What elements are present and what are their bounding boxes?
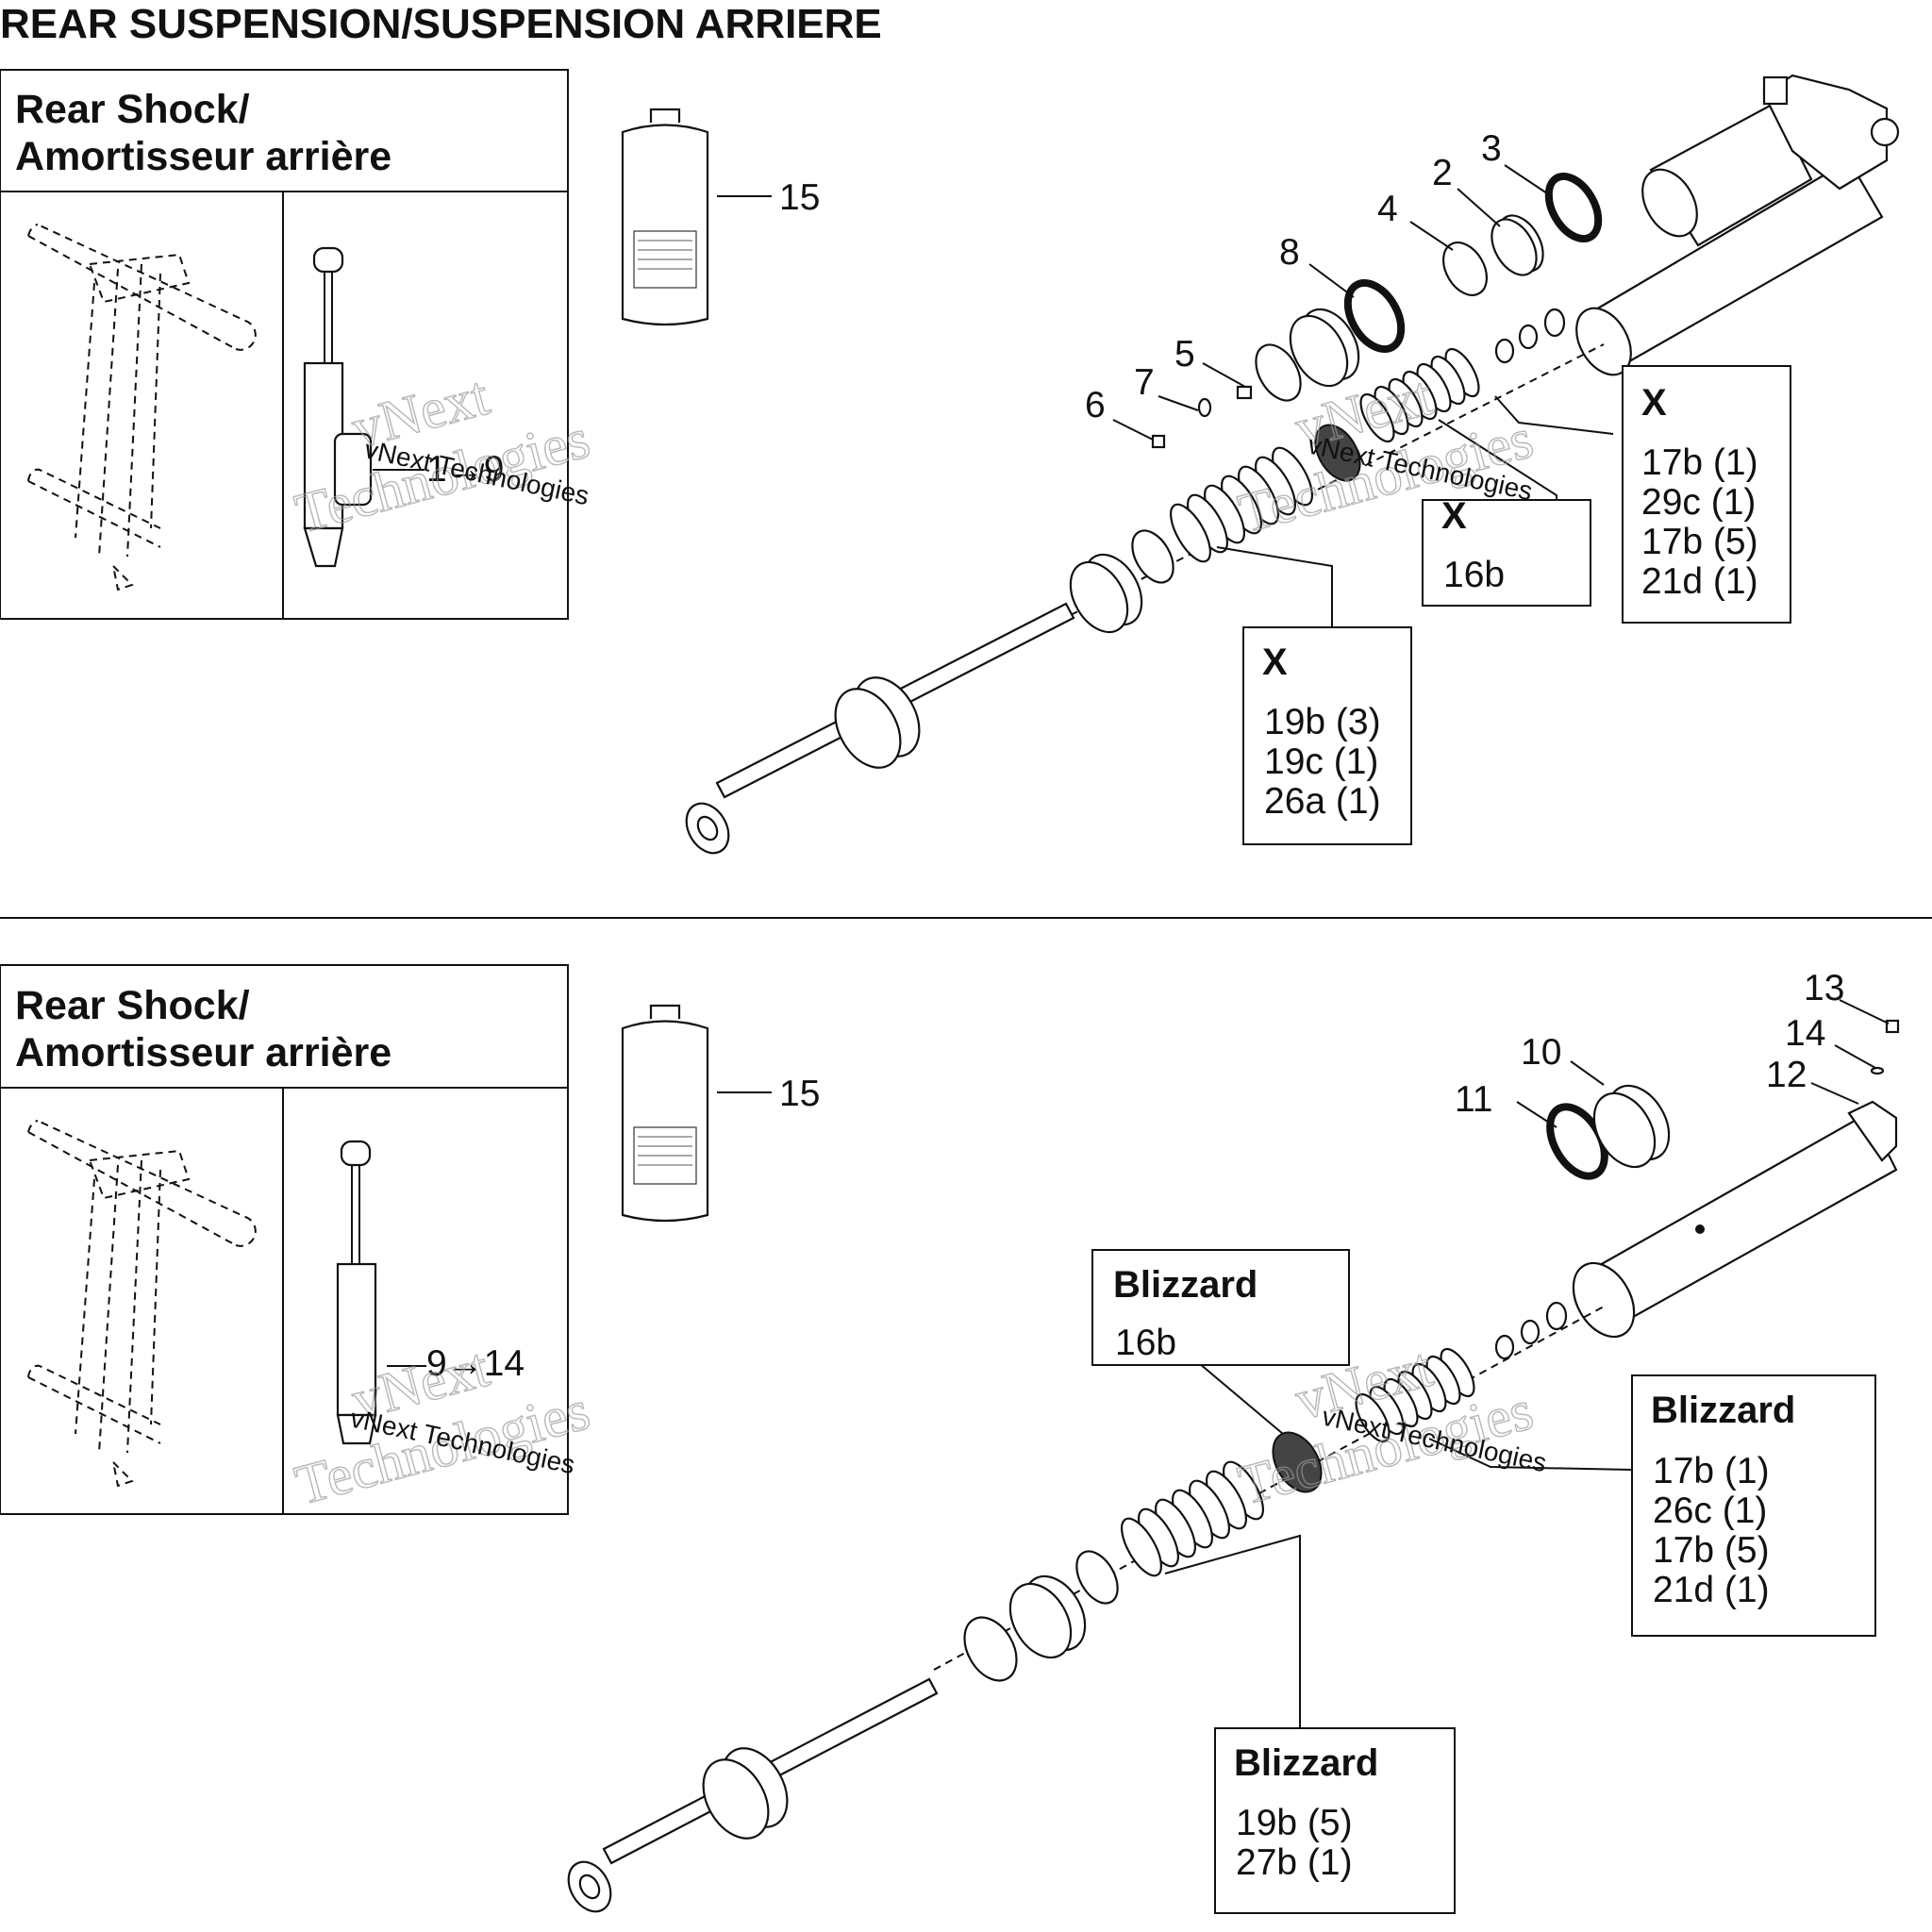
bottom-shock-sketch: 9→14 [336, 1140, 525, 1445]
svg-text:Blizzard: Blizzard [1651, 1390, 1795, 1431]
top-shock-body [1575, 74, 1900, 376]
bottom-box-blizzard-piston: Blizzard 16b [1091, 1249, 1350, 1366]
top-callout-3: 3 [1481, 128, 1502, 169]
top-inset-ref: 1→9 [426, 449, 504, 490]
top-inset-title-line2: Amortisseur arrière [15, 134, 391, 179]
top-box-x-shims: X 19b (3) 19c (1) 26a (1) [1242, 626, 1412, 845]
bottom-shock-body [1572, 1100, 1898, 1339]
top-callout-15: 15 [779, 177, 820, 218]
svg-text:Blizzard: Blizzard [1234, 1742, 1378, 1784]
svg-text:17b (1): 17b (1) [1653, 1451, 1770, 1491]
svg-text:X: X [1641, 382, 1667, 424]
svg-text:19b (3): 19b (3) [1264, 702, 1381, 742]
bottom-inset-panel: Rear Shock/ Amortisseur arrière 9→14 [0, 964, 569, 1515]
top-callout-2: 2 [1432, 153, 1453, 193]
top-parts [685, 172, 1603, 855]
top-callout-8: 8 [1279, 232, 1300, 273]
bottom-box-blizzard-shims: Blizzard 19b (5) 27b (1) [1214, 1727, 1456, 1914]
top-frame-sketch [27, 224, 257, 591]
bottom-inset-ref: 9→14 [426, 1343, 525, 1384]
svg-text:19c (1): 19c (1) [1264, 741, 1378, 782]
bottom-parts [567, 1019, 1900, 1913]
svg-text:21d (1): 21d (1) [1653, 1570, 1770, 1610]
svg-text:Blizzard: Blizzard [1113, 1264, 1257, 1306]
bottom-section: Rear Shock/ Amortisseur arrière 9→14 [0, 964, 1900, 1914]
top-box-x-valving: X 17b (1) 29c (1) 17b (5) 21d (1) [1622, 365, 1791, 624]
svg-text:29c (1): 29c (1) [1641, 482, 1756, 523]
svg-text:19b (5): 19b (5) [1236, 1803, 1353, 1843]
bottom-frame-sketch [27, 1120, 257, 1488]
top-inset-title-line1: Rear Shock/ [15, 87, 250, 132]
page-title: REAR SUSPENSION/SUSPENSION ARRIERE [0, 1, 882, 47]
bottom-inset-title-line2: Amortisseur arrière [15, 1030, 391, 1075]
svg-text:16b: 16b [1115, 1323, 1176, 1363]
bottom-oil-can: 15 [621, 1004, 820, 1223]
bottom-inset-title-line1: Rear Shock/ [15, 983, 250, 1028]
svg-text:16b: 16b [1443, 555, 1505, 595]
svg-text:21d (1): 21d (1) [1641, 561, 1758, 602]
top-section: Rear Shock/ Amortisseur arrière 1→9 [0, 69, 1900, 855]
top-oil-can: 15 [621, 108, 820, 326]
svg-text:X: X [1441, 495, 1467, 537]
top-callout-4: 4 [1377, 189, 1398, 229]
watermarks: vNext Technologies vNext Technologies vN… [289, 363, 1550, 1517]
top-shock-sketch: 1→9 [303, 246, 504, 568]
svg-text:X: X [1262, 641, 1288, 683]
svg-text:27b (1): 27b (1) [1236, 1842, 1353, 1883]
top-box-x-piston: X 16b [1422, 495, 1591, 607]
top-inset-panel: Rear Shock/ Amortisseur arrière 1→9 [0, 69, 569, 620]
bottom-callout-10: 10 [1521, 1032, 1561, 1073]
svg-text:17b (5): 17b (5) [1641, 522, 1758, 562]
bottom-callout-11: 11 [1455, 1079, 1493, 1120]
svg-text:26a (1): 26a (1) [1264, 781, 1381, 822]
svg-text:26c (1): 26c (1) [1653, 1491, 1767, 1531]
svg-text:17b (1): 17b (1) [1641, 442, 1758, 483]
bottom-leader-lines [1164, 999, 1890, 1728]
top-callout-5: 5 [1174, 334, 1195, 375]
svg-text:17b (5): 17b (5) [1653, 1530, 1770, 1571]
bottom-callout-14: 14 [1785, 1013, 1825, 1054]
bottom-callout-12: 12 [1766, 1055, 1807, 1095]
bottom-callout-15: 15 [779, 1074, 820, 1114]
top-callout-6: 6 [1085, 385, 1106, 425]
bottom-callout-13: 13 [1804, 968, 1844, 1008]
bottom-axis-line [933, 1306, 1605, 1671]
bottom-box-blizzard-valving: Blizzard 17b (1) 26c (1) 17b (5) 21d (1) [1631, 1374, 1876, 1637]
top-callout-7: 7 [1134, 362, 1155, 403]
